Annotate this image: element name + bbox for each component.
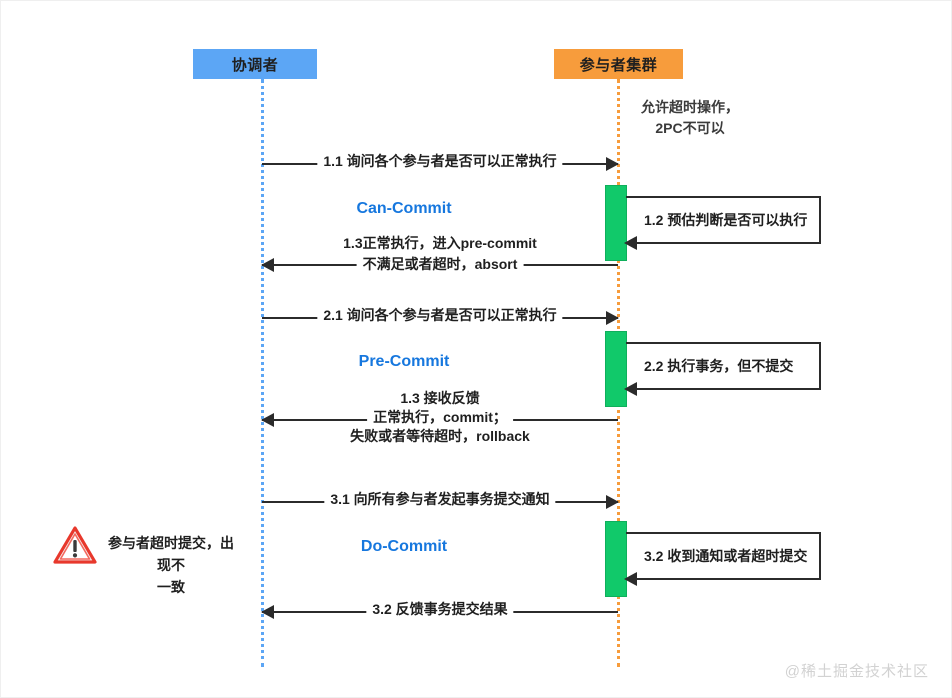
warning-annotation-line-2: 一致	[157, 579, 185, 595]
arrowhead-left-icon	[261, 413, 274, 427]
message-1-2-bottom-segment	[626, 242, 821, 244]
message-2-2-side-segment	[819, 342, 821, 390]
arrowhead-left-icon	[624, 382, 637, 396]
message-2-2-label: 2.2 执行事务，但不提交	[640, 355, 798, 377]
note-timeout: 允许超时操作， 2PC不可以	[641, 97, 739, 139]
warning-annotation: 参与者超时提交，出现不 一致	[53, 525, 238, 598]
arrowhead-left-icon	[624, 572, 637, 586]
message-2-3-label-line-2: 正常执行，commit；	[367, 408, 513, 427]
message-3-2-top-segment	[626, 532, 821, 534]
warning-annotation-text: 参与者超时提交，出现不 一致	[105, 525, 237, 598]
lifeline-coordinator	[261, 79, 264, 667]
message-3-2-bottom-segment	[626, 578, 821, 580]
warning-triangle-icon	[53, 525, 97, 570]
lifeline-header-coordinator-label: 协调者	[231, 56, 279, 74]
activation-bar-can-commit	[605, 185, 627, 261]
activation-bar-pre-commit	[605, 331, 627, 407]
lifeline-header-participants[interactable]: 参与者集群	[554, 49, 683, 79]
message-1-2-label: 1.2 预估判断是否可以执行	[640, 209, 812, 231]
message-2-3-label-line-1: 1.3 接收反馈	[394, 389, 486, 408]
message-1-3-label-line-2: 不满足或者超时，absort	[356, 255, 524, 274]
message-3-2-label: 3.2 反馈事务提交结果	[366, 600, 514, 619]
activation-bar-do-commit	[605, 521, 627, 597]
message-3-2-selfloop-label: 3.2 收到通知或者超时提交	[640, 545, 812, 567]
message-1-2-top-segment	[626, 196, 821, 198]
message-2-2-top-segment	[626, 342, 821, 344]
message-1-3-label-line-1: 1.3正常执行，进入pre-commit	[337, 234, 543, 253]
warning-annotation-line-1: 参与者超时提交，出现不	[108, 535, 234, 573]
arrowhead-right-icon	[606, 157, 619, 171]
message-3-2-side-segment	[819, 532, 821, 580]
message-1-2-side-segment	[819, 196, 821, 244]
arrowhead-left-icon	[261, 605, 274, 619]
arrowhead-left-icon	[624, 236, 637, 250]
message-2-3-label-line-3: 失败或者等待超时，rollback	[344, 427, 536, 446]
phase-label-pre-commit: Pre-Commit	[358, 353, 450, 370]
message-2-2-selfloop[interactable]: 2.2 执行事务，但不提交	[624, 342, 821, 396]
phase-label-do-commit: Do-Commit	[360, 538, 448, 555]
note-timeout-line-2: 2PC不可以	[655, 120, 725, 136]
lifeline-header-participants-label: 参与者集群	[579, 56, 658, 74]
arrowhead-right-icon	[606, 311, 619, 325]
message-3-1-label: 3.1 向所有参与者发起事务提交通知	[324, 490, 556, 509]
message-1-2-selfloop[interactable]: 1.2 预估判断是否可以执行	[624, 196, 821, 250]
message-2-2-bottom-segment	[626, 388, 821, 390]
watermark: @稀土掘金技术社区	[784, 663, 929, 680]
note-timeout-line-1: 允许超时操作，	[641, 99, 739, 115]
message-2-1-label: 2.1 询问各个参与者是否可以正常执行	[317, 306, 563, 325]
lifeline-header-coordinator[interactable]: 协调者	[193, 49, 317, 79]
arrowhead-right-icon	[606, 495, 619, 509]
phase-label-can-commit: Can-Commit	[356, 200, 452, 217]
message-3-2-selfloop[interactable]: 3.2 收到通知或者超时提交	[624, 532, 821, 586]
arrowhead-left-icon	[261, 258, 274, 272]
message-1-1-label: 1.1 询问各个参与者是否可以正常执行	[317, 152, 563, 171]
